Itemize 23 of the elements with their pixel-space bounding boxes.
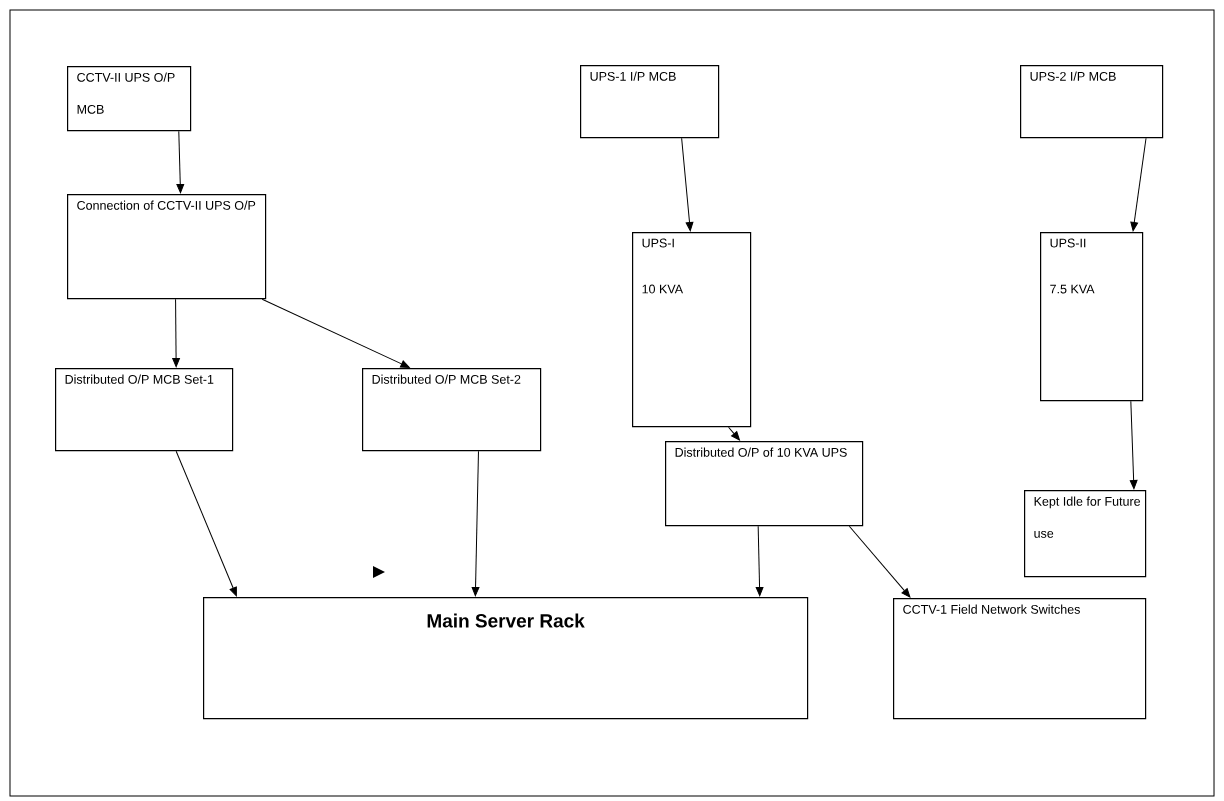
arrow bbox=[471, 450, 480, 597]
arrow bbox=[1129, 400, 1138, 490]
arrow bbox=[755, 525, 764, 597]
process-box: Main Server Rack bbox=[203, 597, 809, 720]
process-box: Connection of CCTV-II UPS O/P bbox=[67, 194, 267, 300]
arrow bbox=[261, 298, 410, 368]
arrow bbox=[728, 426, 740, 441]
arrow bbox=[176, 130, 185, 194]
arrow bbox=[172, 298, 180, 368]
arrow bbox=[848, 525, 911, 598]
process-box: UPS-I 10 KVA bbox=[632, 232, 752, 428]
process-box: Kept Idle for Future use bbox=[1024, 490, 1147, 578]
process-box: Distributed O/P MCB Set-1 bbox=[55, 368, 234, 452]
process-box: UPS-2 I/P MCB bbox=[1020, 65, 1164, 139]
process-box: CCTV-II UPS O/P MCB bbox=[67, 66, 192, 132]
process-box: CCTV-1 Field Network Switches bbox=[893, 598, 1147, 720]
arrow bbox=[1130, 137, 1147, 232]
process-box: Distributed O/P of 10 KVA UPS bbox=[665, 441, 864, 527]
arrow bbox=[681, 137, 694, 232]
arrow bbox=[175, 450, 237, 597]
process-box: Distributed O/P MCB Set-2 bbox=[362, 368, 542, 452]
process-box: UPS-1 I/P MCB bbox=[580, 65, 720, 139]
process-box: UPS-II 7.5 KVA bbox=[1040, 232, 1144, 402]
